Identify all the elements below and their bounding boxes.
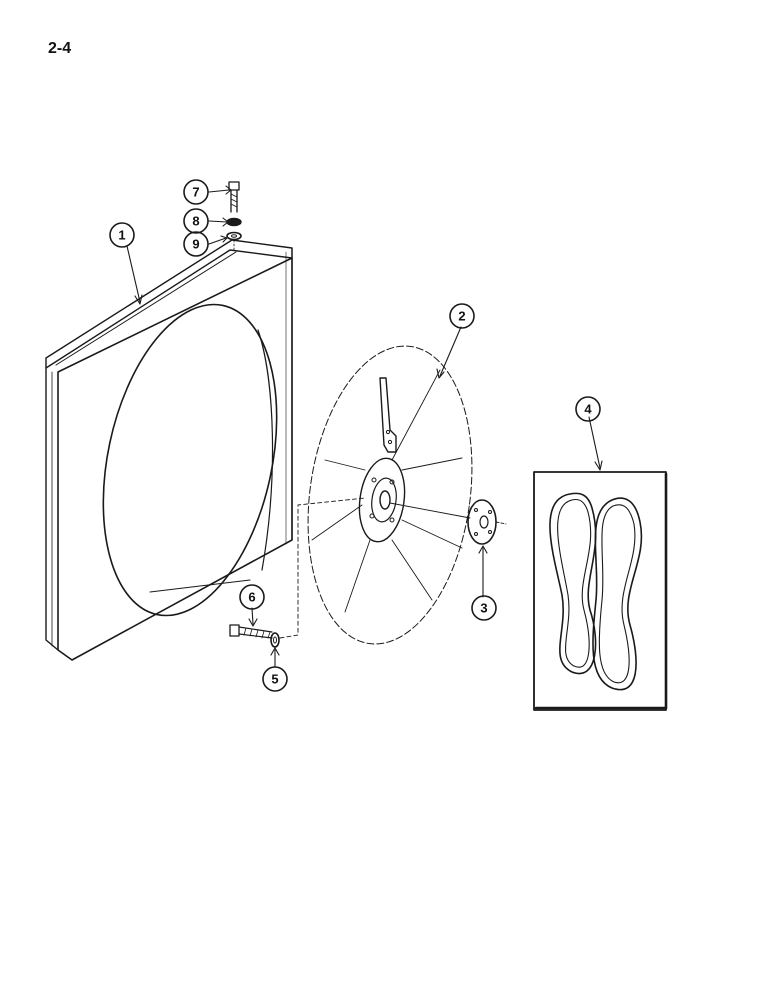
fan-lock-washer — [270, 632, 280, 648]
callout-circle-6 — [239, 584, 265, 610]
callout-9: 9 — [192, 237, 199, 252]
callout-2: 2 — [458, 309, 465, 324]
shroud-lock-washer — [226, 217, 242, 227]
fan-spacer — [467, 499, 507, 545]
callout-1: 1 — [118, 228, 125, 243]
callout-circle-2 — [449, 303, 475, 329]
shroud-bolt — [228, 181, 240, 213]
callout-circle-9 — [183, 231, 209, 257]
drive-belt-set — [533, 471, 668, 711]
callout-6: 6 — [248, 590, 255, 605]
callout-3: 3 — [480, 601, 487, 616]
callout-circle-4 — [575, 396, 601, 422]
cooling-fan — [307, 345, 473, 645]
leader-lines — [126, 185, 603, 668]
callout-circle-8 — [183, 208, 209, 234]
callout-8: 8 — [192, 214, 199, 229]
fan-shroud — [45, 239, 293, 661]
shroud-flat-washer — [226, 231, 242, 241]
callout-4: 4 — [584, 402, 592, 417]
callout-circle-7 — [183, 179, 209, 205]
callout-5: 5 — [271, 672, 278, 687]
fan-bolt — [229, 624, 273, 639]
callout-circle-5 — [262, 666, 288, 692]
callout-circle-1 — [109, 222, 135, 248]
callout-7: 7 — [192, 185, 199, 200]
callout-circle-3 — [471, 595, 497, 621]
page-number: 2-4 — [48, 40, 72, 57]
